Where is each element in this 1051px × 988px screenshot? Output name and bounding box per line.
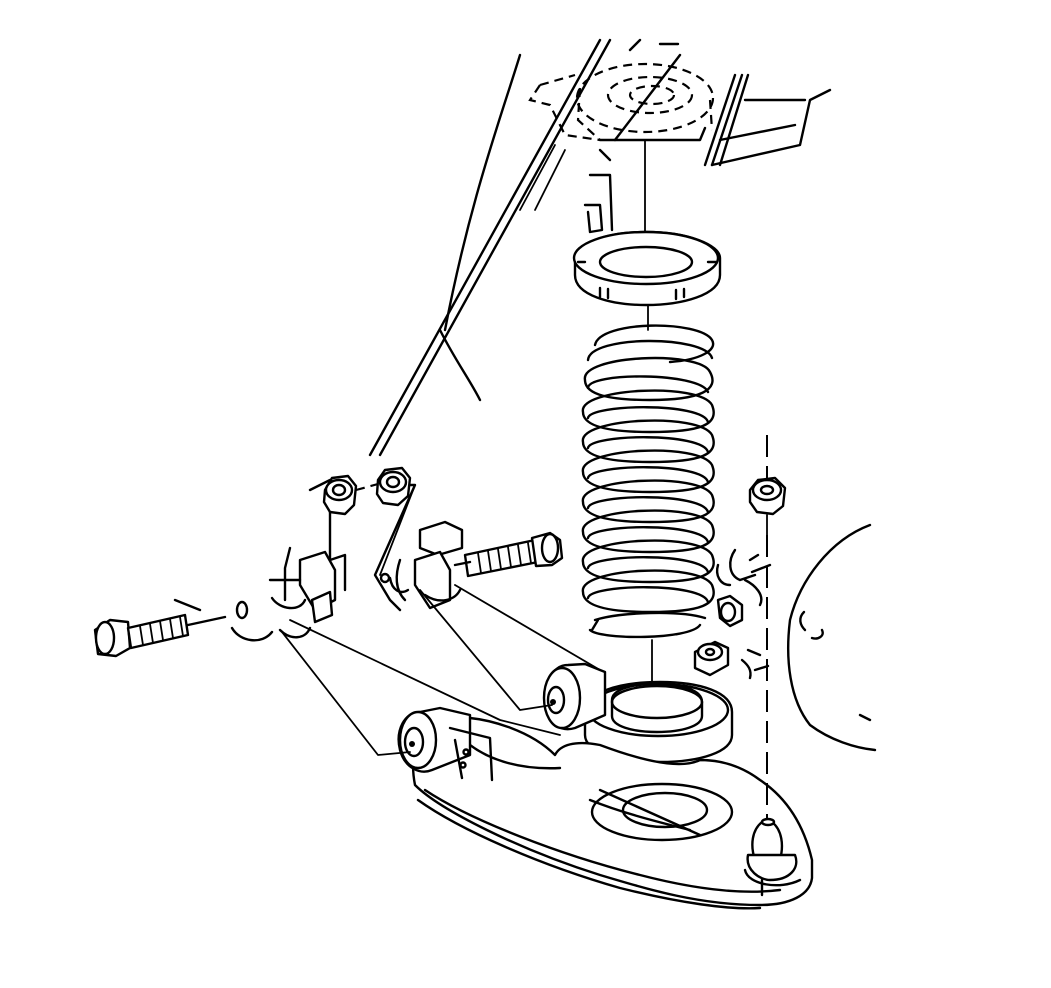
knuckle [787, 523, 877, 752]
nut-alignment-dash [355, 482, 379, 492]
spring-insulator-upper [572, 230, 722, 307]
spring-insulator-lower [583, 680, 734, 764]
upper-spring-seat-dashed [528, 53, 715, 142]
stabilizer-bracket [716, 548, 772, 680]
lower-control-arm [411, 713, 814, 910]
assembly-guide-lines [281, 484, 601, 756]
rear-pivot-bushing [542, 662, 607, 731]
ball-joint-nut [748, 476, 787, 516]
ball-joint [743, 817, 802, 897]
rear-pivot-bolt [453, 531, 564, 578]
pivot-nut-2 [375, 466, 412, 507]
frame-bracket-rear [373, 483, 464, 612]
pivot-nut-1 [322, 474, 358, 516]
frame-rail-lines [368, 38, 832, 457]
front-pivot-bushing [397, 706, 494, 782]
knuckle-bushing [693, 640, 730, 677]
coil-spring [581, 324, 715, 639]
front-pivot-bolt [93, 598, 227, 658]
front-washer [230, 600, 274, 642]
